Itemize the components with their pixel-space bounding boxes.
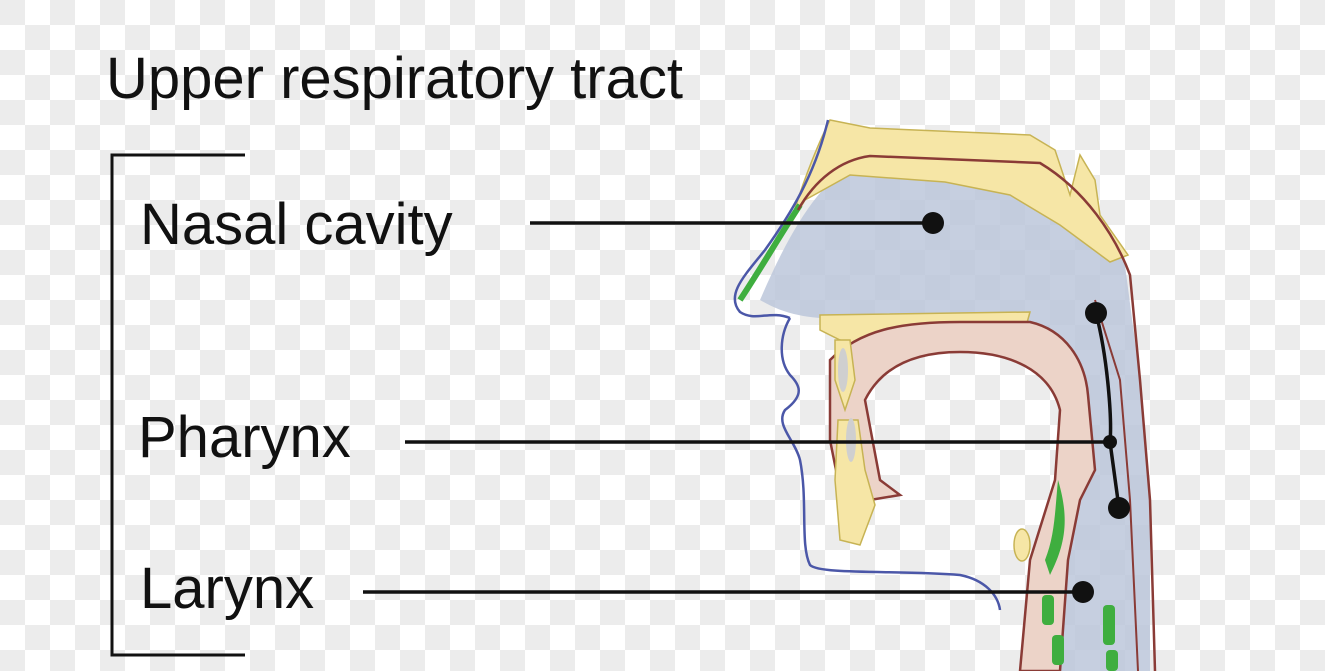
epiglottis <box>1045 480 1065 575</box>
mandible <box>834 419 876 546</box>
pharynx-posterior-wall <box>1094 299 1139 671</box>
nasal-mucosa <box>737 203 803 302</box>
nose-outline <box>733 119 830 320</box>
hyoid-bone <box>1013 528 1031 562</box>
tongue-tissue <box>828 320 1097 671</box>
diagram-title: Upper respiratory tract <box>106 46 683 111</box>
grouping-bracket <box>110 153 245 657</box>
pharynx-top-dot <box>1085 302 1107 324</box>
label-larynx: Larynx <box>140 556 315 621</box>
label-pharynx: Pharynx <box>138 405 351 470</box>
airway-passage <box>760 160 1150 671</box>
airway-wall-upper <box>796 154 1157 671</box>
tracheal-rings <box>1042 595 1118 671</box>
larynx-pointer-dot <box>1072 581 1094 603</box>
nasal-cavity-pointer-dot <box>922 212 944 234</box>
pharynx-bottom-dot <box>1108 497 1130 519</box>
label-nasal-cavity: Nasal cavity <box>140 192 453 257</box>
face-outline-lower <box>780 317 1002 611</box>
